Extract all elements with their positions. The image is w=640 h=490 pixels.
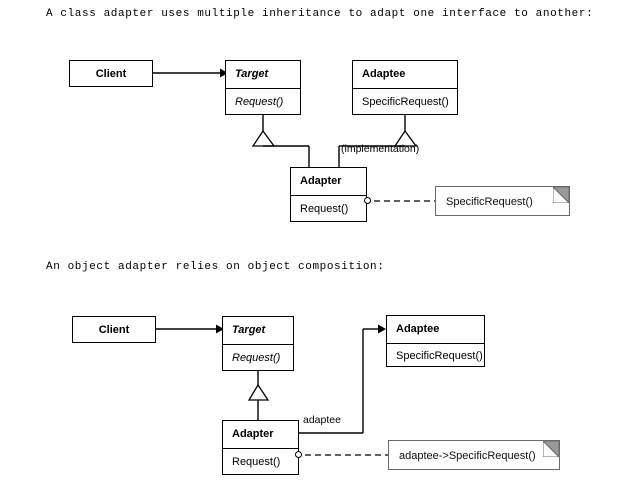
class-name-client-2: Client bbox=[98, 324, 130, 336]
note-text-1: SpecificRequest() bbox=[446, 196, 533, 208]
class-name-target-1: Target bbox=[235, 68, 269, 80]
interface-socket-icon-1 bbox=[364, 197, 371, 204]
class-operation-adaptee-specificrequest-2: SpecificRequest() bbox=[387, 343, 484, 368]
interface-socket-icon-2 bbox=[295, 451, 302, 458]
caption-object-adapter: An object adapter relies on object compo… bbox=[46, 261, 385, 273]
class-name-client-1: Client bbox=[95, 68, 127, 80]
class-name-adapter-2: Adapter bbox=[232, 428, 274, 440]
class-name-adaptee-1: Adaptee bbox=[362, 68, 406, 80]
edge-adapter-to-adaptee-generalization-1 bbox=[338, 115, 418, 167]
class-box-client-2[interactable]: Client bbox=[72, 316, 156, 343]
class-name-adapter-1: Adapter bbox=[300, 175, 342, 187]
class-operation-target-request-1: Request() bbox=[226, 88, 300, 115]
edge-adapter-to-adaptee-association-2 bbox=[298, 324, 386, 434]
class-box-adapter-2[interactable]: Adapter Request() bbox=[222, 420, 299, 475]
caption-class-adapter: A class adapter uses multiple inheritanc… bbox=[46, 8, 594, 20]
note-fold-corner-icon-2 bbox=[543, 441, 559, 457]
edge-adapter-to-target-generalization-1 bbox=[251, 115, 310, 167]
class-name-adaptee-2: Adaptee bbox=[396, 323, 440, 335]
edge-client-to-target-1 bbox=[152, 68, 228, 78]
class-box-adaptee-1[interactable]: Adaptee SpecificRequest() bbox=[352, 60, 458, 115]
note-box-specificrequest-1[interactable]: SpecificRequest() bbox=[435, 186, 570, 216]
class-name-target-2: Target bbox=[232, 324, 266, 336]
note-text-2: adaptee->SpecificRequest() bbox=[399, 450, 536, 462]
class-box-target-1[interactable]: Target Request() bbox=[225, 60, 301, 115]
class-operation-target-request-2: Request() bbox=[223, 344, 293, 371]
class-box-client-1[interactable]: Client bbox=[69, 60, 153, 87]
class-operation-adaptee-specificrequest-1: SpecificRequest() bbox=[353, 88, 457, 115]
class-box-adapter-1[interactable]: Adapter Request() bbox=[290, 167, 367, 222]
note-box-adaptee-specificrequest-2[interactable]: adaptee->SpecificRequest() bbox=[388, 440, 560, 470]
edge-label-implementation: (implementation) bbox=[341, 143, 420, 155]
class-box-target-2[interactable]: Target Request() bbox=[222, 316, 294, 371]
class-operation-adapter-request-2: Request() bbox=[223, 448, 298, 475]
class-box-adaptee-2[interactable]: Adaptee SpecificRequest() bbox=[386, 315, 485, 367]
note-fold-corner-icon-1 bbox=[553, 187, 569, 203]
edge-label-adaptee-role: adaptee bbox=[303, 414, 341, 426]
class-operation-adapter-request-1: Request() bbox=[291, 195, 366, 222]
edge-adapter-to-target-generalization-2 bbox=[247, 371, 270, 420]
edge-client-to-target-2 bbox=[155, 324, 224, 334]
